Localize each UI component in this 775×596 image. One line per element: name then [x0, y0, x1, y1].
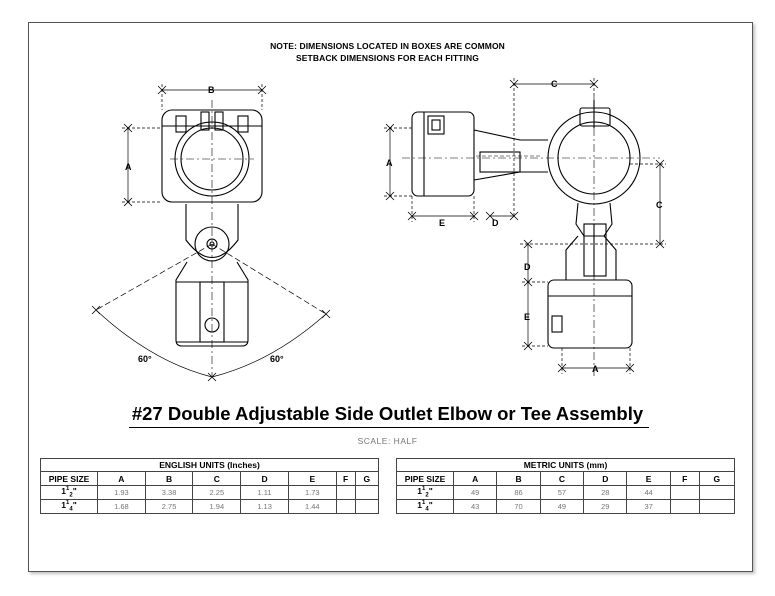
value-cell: [698, 499, 736, 514]
pipe-size-cell: 114": [396, 499, 454, 514]
value-cell: 44: [626, 485, 671, 500]
metric-header: D: [583, 471, 628, 486]
right-dimensions: [384, 78, 666, 374]
pipe-size-cell: 114": [40, 499, 98, 514]
english-header: PIPE SIZE: [40, 471, 98, 486]
right-lower-socket: [547, 279, 633, 349]
value-cell: 29: [583, 499, 628, 514]
table-row: 114" 43 70 49 29 37: [396, 499, 736, 514]
left-ticks: [91, 85, 331, 382]
drawing-title: #27 Double Adjustable Side Outlet Elbow …: [131, 403, 644, 424]
dimension-labels: B A 60° 60° C A E D C D E A: [125, 79, 663, 374]
english-header: A: [97, 471, 146, 486]
metric-table-caption: METRIC UNITS (mm): [396, 458, 735, 472]
title-underline: [129, 427, 649, 428]
right-label-e-side: E: [524, 312, 530, 322]
value-cell: 1.73: [287, 485, 337, 500]
pipe-size-cell: 112": [40, 485, 98, 500]
value-cell: 57: [539, 485, 585, 500]
right-label-c-top: C: [551, 79, 558, 89]
english-header: F: [335, 471, 356, 486]
right-side-socket: [411, 111, 475, 197]
value-cell: 43: [452, 499, 498, 514]
note-line-2: SETBACK DIMENSIONS FOR EACH FITTING: [296, 53, 479, 63]
english-header: G: [354, 471, 380, 486]
value-cell: 37: [626, 499, 671, 514]
english-units-table: ENGLISH UNITS (Inches) PIPE SIZE A B C D…: [40, 458, 380, 514]
right-label-c-side: C: [656, 200, 663, 210]
metric-units-table: METRIC UNITS (mm) PIPE SIZE A B C D E F …: [396, 458, 736, 514]
value-cell: 86: [496, 485, 541, 500]
metric-header-row: PIPE SIZE A B C D E F G: [396, 471, 736, 486]
value-cell: 1.68: [97, 499, 146, 514]
right-angle-label: 60°: [270, 354, 284, 364]
scale-label: SCALE: HALF: [357, 436, 418, 446]
left-label-b: B: [208, 85, 215, 95]
left-angle-label: 60°: [138, 354, 152, 364]
value-cell: [335, 485, 356, 500]
metric-header: E: [626, 471, 671, 486]
value-cell: 49: [539, 499, 585, 514]
dimension-note: NOTE: DIMENSIONS LOCATED IN BOXES ARE CO…: [0, 40, 775, 64]
value-cell: [335, 499, 356, 514]
value-cell: 70: [496, 499, 541, 514]
note-line-1: NOTE: DIMENSIONS LOCATED IN BOXES ARE CO…: [270, 41, 505, 51]
value-cell: 2.25: [192, 485, 242, 500]
right-label-a-side: A: [386, 158, 393, 168]
value-cell: 1.13: [240, 499, 289, 514]
metric-header: PIPE SIZE: [396, 471, 454, 486]
right-label-d-side: D: [524, 262, 531, 272]
metric-header: G: [698, 471, 736, 486]
right-ticks: [385, 79, 665, 373]
right-view: [402, 96, 660, 376]
metric-header: F: [669, 471, 700, 486]
pipe-size-cell: 112": [396, 485, 454, 500]
value-cell: 28: [583, 485, 628, 500]
value-cell: [354, 485, 380, 500]
value-cell: 2.75: [144, 499, 194, 514]
metric-header: B: [496, 471, 541, 486]
left-label-a: A: [125, 162, 132, 172]
english-header: D: [240, 471, 289, 486]
english-table-caption: ENGLISH UNITS (Inches): [40, 458, 379, 472]
table-row: 112" 1.93 3.38 2.25 1.11 1.73: [40, 485, 380, 500]
english-header: C: [192, 471, 242, 486]
metric-header: C: [539, 471, 585, 486]
value-cell: [354, 499, 380, 514]
table-row: 114" 1.68 2.75 1.94 1.13 1.44: [40, 499, 380, 514]
english-header: B: [144, 471, 194, 486]
value-cell: 49: [452, 485, 498, 500]
value-cell: [669, 485, 700, 500]
value-cell: 3.38: [144, 485, 194, 500]
value-cell: 1.93: [97, 485, 146, 500]
metric-header: A: [452, 471, 498, 486]
left-knuckle: [185, 204, 239, 258]
value-cell: 1.94: [192, 499, 242, 514]
value-cell: 1.44: [287, 499, 337, 514]
value-cell: [698, 485, 736, 500]
right-label-a-bottom: A: [592, 364, 599, 374]
table-row: 112" 49 86 57 28 44: [396, 485, 736, 500]
left-dimensions: [95, 84, 327, 378]
value-cell: 1.11: [240, 485, 289, 500]
english-header: E: [287, 471, 337, 486]
left-view: [161, 100, 263, 376]
right-label-e-bottom: E: [439, 218, 445, 228]
english-header-row: PIPE SIZE A B C D E F G: [40, 471, 380, 486]
value-cell: [669, 499, 700, 514]
right-label-d-bottom: D: [492, 218, 499, 228]
